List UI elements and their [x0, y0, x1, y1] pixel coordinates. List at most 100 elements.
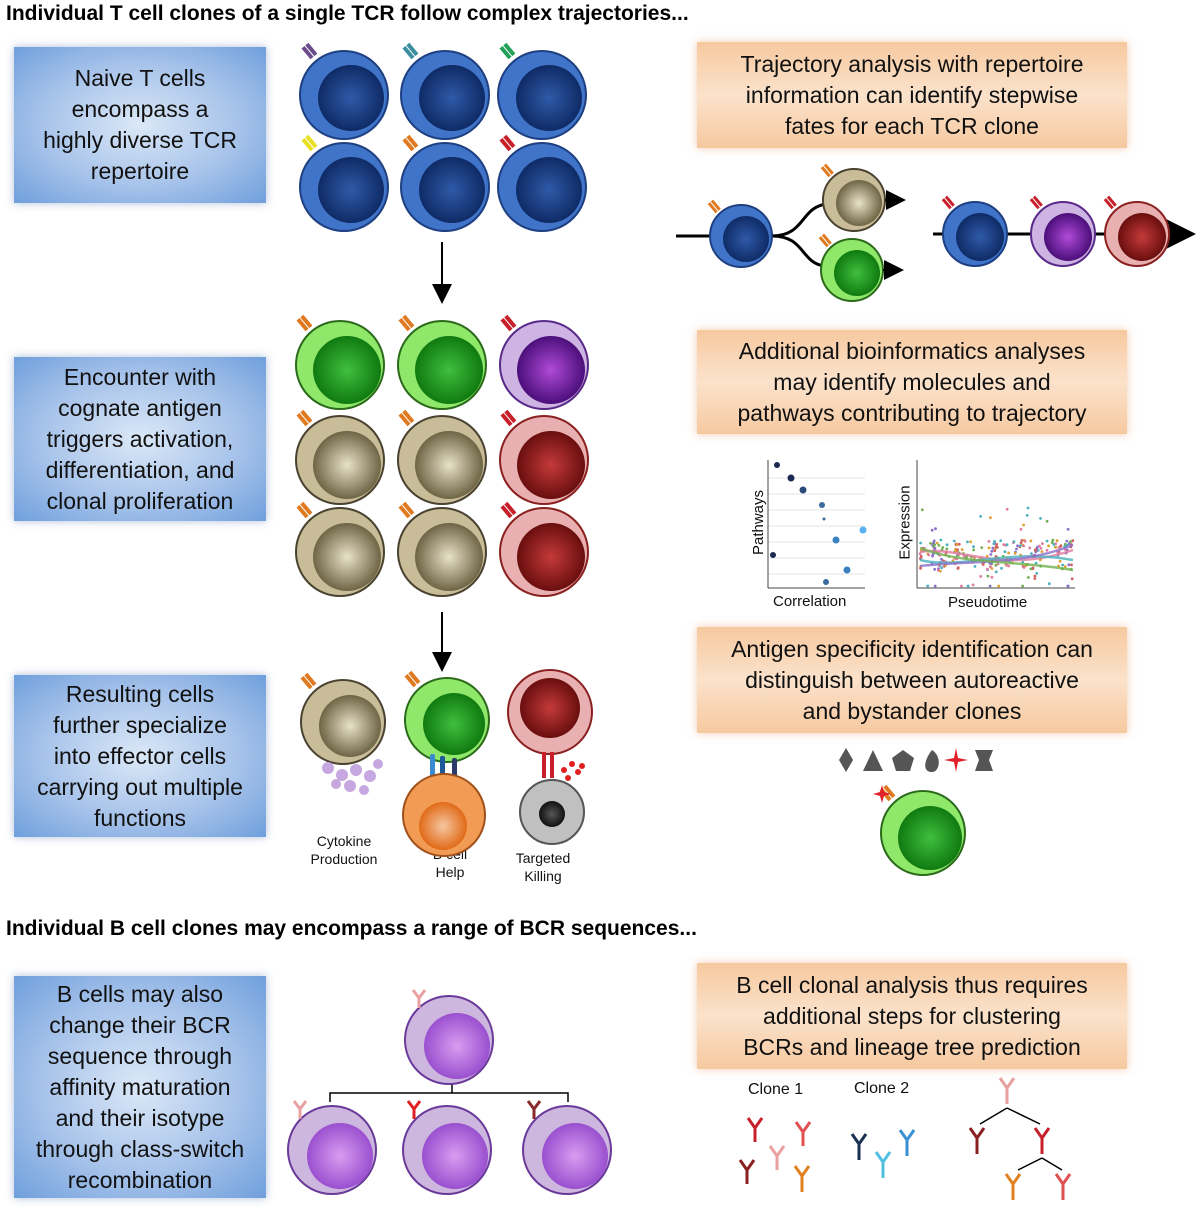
expression-point: [952, 539, 956, 543]
expression-point: [1071, 539, 1075, 543]
expression-point: [1051, 538, 1055, 542]
expression-point: [933, 543, 936, 547]
expression-point: [971, 583, 975, 587]
expression-point: [1039, 546, 1043, 550]
expression-point: [1021, 584, 1024, 588]
activated-tcell-tan: [295, 501, 385, 597]
expression-point: [939, 538, 943, 542]
expression-point: [932, 539, 936, 543]
expression-point: [939, 569, 942, 573]
bcell-change-box: B cells may also change their BCR sequen…: [14, 976, 266, 1198]
expression-pseudotime-plot: [916, 460, 1075, 589]
expression-point: [1002, 543, 1006, 546]
expression-point: [1028, 546, 1032, 550]
expression-point: [955, 543, 959, 546]
expression-point: [992, 542, 996, 546]
bcr-lineage-tree: [968, 1077, 1072, 1200]
expression-point: [1019, 544, 1022, 547]
branching-trajectory: [676, 163, 906, 302]
expression-point: [940, 557, 943, 561]
expression-point: [1022, 523, 1025, 527]
expression-point: [969, 540, 972, 544]
bcell-clonal-box: B cell clonal analysis thus requires add…: [697, 963, 1127, 1069]
expression-point: [987, 540, 991, 543]
expression-point: [1066, 584, 1070, 588]
bcr-clone-2: [850, 1129, 916, 1178]
expression-point: [933, 546, 937, 550]
expression-point: [1047, 544, 1050, 548]
bioinformatics-text: Additional bioinformatics analyses may i…: [737, 337, 1087, 426]
expression-point: [941, 546, 945, 549]
expression-point: [960, 584, 963, 588]
expression-point: [1007, 551, 1010, 555]
expression-point: [919, 566, 922, 570]
cytokine-producing-cell: [300, 672, 386, 795]
expression-point: [994, 570, 998, 574]
expression-point: [980, 546, 984, 549]
activated-tcell-green: [397, 314, 487, 410]
expression-point: [979, 515, 982, 518]
clone-1-label: Clone 1: [748, 1081, 804, 1098]
expression-point: [1063, 565, 1067, 568]
expression-point: [919, 554, 923, 558]
expression-point: [934, 527, 937, 531]
activated-tcell-tan: [397, 501, 487, 597]
expression-point: [1013, 552, 1017, 555]
expression-point: [1065, 539, 1069, 543]
activated-tcell-red: [499, 501, 589, 597]
expression-point: [993, 540, 996, 543]
expression-point: [1045, 539, 1049, 543]
activated-tcell-red: [499, 409, 589, 505]
expression-point: [920, 508, 924, 512]
trajectory-box: Trajectory analysis with repertoire info…: [697, 42, 1127, 148]
expression-point: [1067, 542, 1071, 546]
expression-point: [1054, 546, 1058, 549]
expression-point: [1045, 548, 1049, 552]
expression-point: [1030, 552, 1033, 555]
pathway-correlation-plot: [767, 460, 867, 589]
expression-point: [993, 549, 997, 553]
expression-point: [1025, 514, 1029, 517]
expression-point: [945, 543, 949, 547]
expression-point: [1019, 527, 1023, 531]
activated-tcell-green: [295, 314, 385, 410]
expression-point: [1045, 519, 1049, 523]
antigen-text: Antigen specificity identification can d…: [731, 635, 1093, 724]
expression-point: [1061, 563, 1064, 567]
expression-point: [997, 584, 1000, 588]
expression-point: [987, 546, 991, 550]
expression-point: [990, 575, 994, 579]
expression-point: [1070, 563, 1073, 567]
expression-point: [1067, 563, 1071, 567]
targeted-killing-label: Targeted Killing: [515, 850, 571, 884]
expression-point: [937, 544, 941, 547]
encounter-box: Encounter with cognate antigen triggers …: [14, 357, 266, 521]
expression-point: [990, 567, 994, 570]
expression-point: [960, 548, 964, 551]
expression-point: [1040, 550, 1044, 553]
expression-point: [1058, 559, 1062, 563]
expression-point: [1069, 540, 1072, 544]
expression-point: [933, 584, 937, 588]
clone-2-label: Clone 2: [854, 1080, 910, 1097]
expression-point: [999, 539, 1003, 542]
expression-point: [1005, 507, 1009, 511]
expression-point: [1041, 542, 1044, 545]
triangle-icon: [863, 750, 883, 771]
drop-icon: [925, 750, 939, 772]
expression-point: [930, 528, 934, 532]
expression-point: [1022, 566, 1026, 569]
expression-point: [1000, 566, 1003, 570]
expression-point: [1026, 506, 1030, 510]
expression-point: [1052, 543, 1056, 546]
expression-point: [940, 566, 944, 570]
tcr-receptor-icon: [499, 42, 516, 60]
tcr-receptor-icon: [402, 42, 419, 60]
trajectory-text: Trajectory analysis with repertoire info…: [740, 50, 1084, 139]
naive-tcell-box: Naive T cells encompass a highly diverse…: [14, 47, 266, 203]
expression-point: [1038, 544, 1041, 548]
expression-point: [1029, 567, 1033, 571]
diamond-icon: [839, 748, 853, 772]
encounter-text: Encounter with cognate antigen triggers …: [45, 363, 235, 514]
bcell-clonal-text: B cell clonal analysis thus requires add…: [736, 971, 1088, 1060]
